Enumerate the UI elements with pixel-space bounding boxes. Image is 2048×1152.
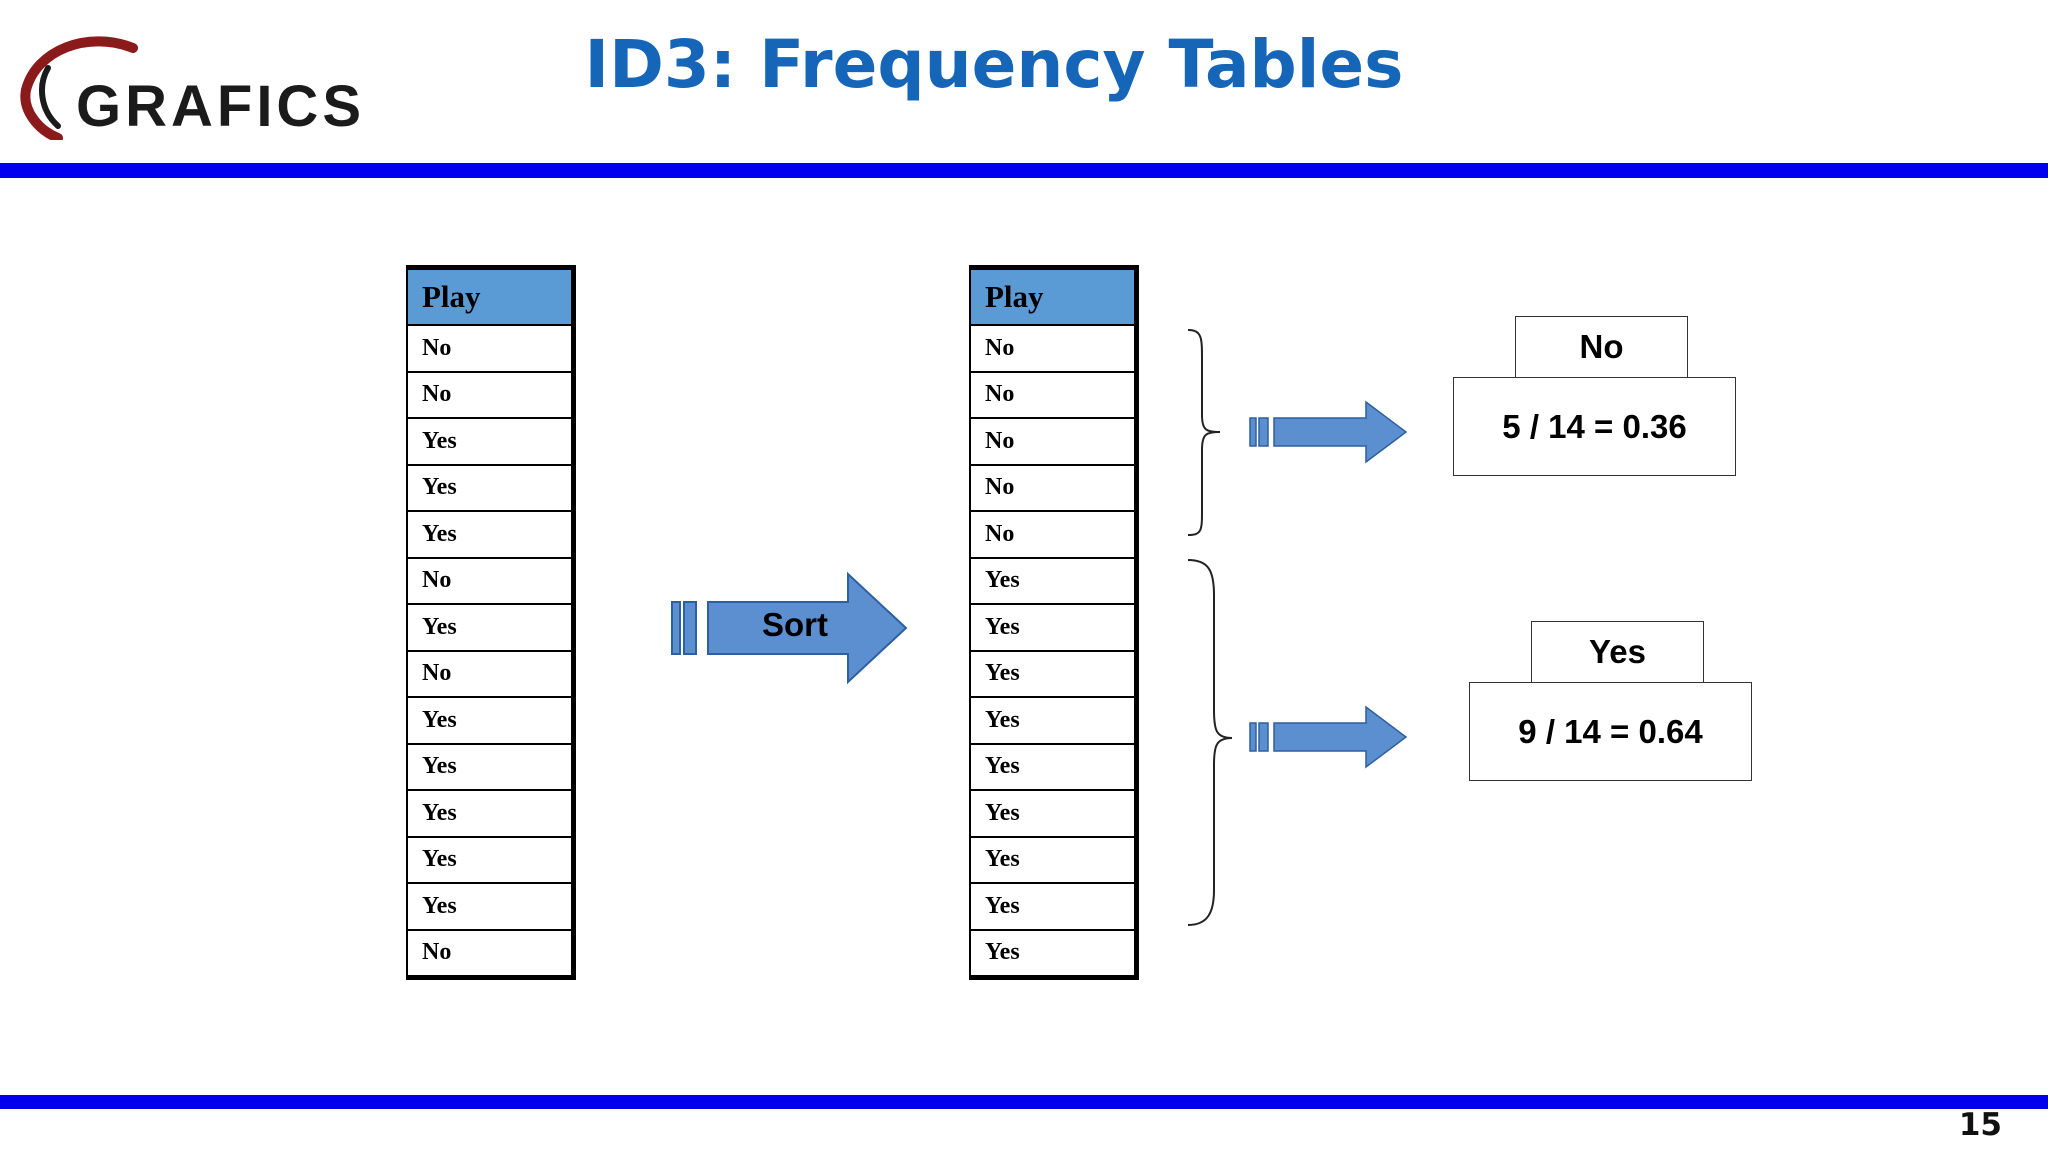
brace-icons (1187, 329, 1233, 926)
table-cell: Yes (406, 882, 576, 931)
table-cell: No (406, 649, 576, 698)
table-cell: Yes (969, 742, 1139, 791)
table-cell: Yes (969, 696, 1139, 745)
table-header: Play (406, 265, 576, 326)
table-cell: Yes (406, 463, 576, 512)
slide-title: ID3: Frequency Tables (584, 26, 1404, 103)
table-cell: Yes (406, 835, 576, 884)
logo-arc-icon (20, 36, 138, 140)
table-cell: Yes (969, 835, 1139, 884)
table-cell: No (969, 417, 1139, 466)
table-cell: Yes (969, 556, 1139, 605)
table-cell: Yes (969, 603, 1139, 652)
sort-label: Sort (762, 606, 828, 643)
no-arrow-icon (1249, 400, 1408, 464)
table-cell: Yes (969, 882, 1139, 931)
table-cell: No (969, 463, 1139, 512)
table-cell: No (406, 324, 576, 373)
table-cell: Yes (406, 510, 576, 559)
table-cell: Yes (969, 649, 1139, 698)
yes-label-box: Yes (1531, 621, 1704, 682)
table-cell: No (969, 324, 1139, 373)
unsorted-play-table: Play No No Yes Yes Yes No Yes No Yes Yes… (406, 265, 576, 980)
table-cell: No (969, 370, 1139, 419)
table-cell: Yes (406, 696, 576, 745)
top-rule (0, 163, 2048, 178)
table-cell: Yes (969, 928, 1139, 980)
table-cell: No (406, 928, 576, 980)
table-cell: No (406, 556, 576, 605)
no-frequency-box: 5 / 14 = 0.36 (1453, 377, 1736, 476)
yes-frequency-box: 9 / 14 = 0.64 (1469, 682, 1752, 781)
no-brace-icon (1187, 329, 1221, 536)
logo-text: GRAFICS (76, 74, 365, 139)
table-cell: Yes (406, 789, 576, 838)
page-number: 15 (1958, 1107, 2002, 1143)
sort-arrow-icon (671, 571, 908, 685)
table-cell: Yes (406, 742, 576, 791)
table-cell: Yes (406, 603, 576, 652)
table-header: Play (969, 265, 1139, 326)
sorted-play-table: Play No No No No No Yes Yes Yes Yes Yes … (969, 265, 1139, 980)
grafics-logo: GRAFICS (18, 30, 388, 164)
yes-arrow-icon (1249, 705, 1408, 769)
yes-brace-icon (1187, 559, 1233, 926)
table-cell: Yes (406, 417, 576, 466)
table-cell: Yes (969, 789, 1139, 838)
table-cell: No (406, 370, 576, 419)
no-label-box: No (1515, 316, 1688, 377)
bottom-rule (0, 1095, 2048, 1109)
table-cell: No (969, 510, 1139, 559)
